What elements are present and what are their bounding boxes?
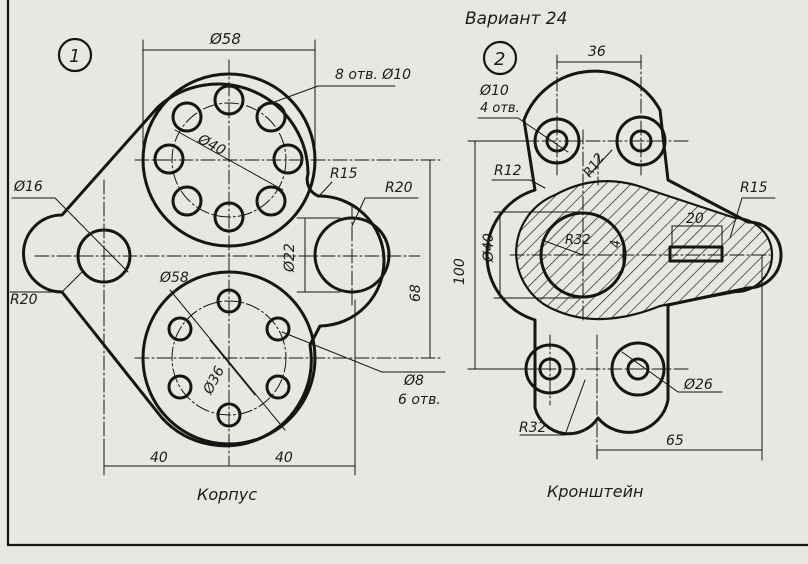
dim-w65: 65 xyxy=(666,433,684,449)
dim-r12-left: R12 xyxy=(494,163,522,179)
dim-r20-right: R20 xyxy=(385,180,413,196)
kronshtein-hatched-section xyxy=(515,180,774,321)
dim-slot4: 4 xyxy=(609,240,624,248)
top-hole xyxy=(171,101,203,133)
drawing-2-number: 2 xyxy=(494,49,505,70)
dim-bottom-dia: Ø58 xyxy=(159,270,189,286)
dim-holes4: 4 отв. xyxy=(480,101,520,116)
dim-holes-top: 8 отв. Ø10 xyxy=(335,67,411,83)
dim-slot20: 20 xyxy=(686,211,704,227)
dim-r12-mid: R12 xyxy=(581,151,608,181)
dim-w40-right: 40 xyxy=(275,450,293,466)
dim-d22: Ø22 xyxy=(282,243,298,273)
dim-pcd-bottom: Ø36 xyxy=(200,364,228,398)
drawing-2-kronshtein: 2 xyxy=(452,40,783,501)
variant-title: Вариант 24 xyxy=(465,9,567,29)
dim-w40-left: 40 xyxy=(150,450,168,466)
dim-r15: R15 xyxy=(330,166,358,182)
dim-hole8: Ø8 xyxy=(403,373,424,389)
korpus-outer-contour xyxy=(22,82,386,448)
top-hole xyxy=(171,185,203,217)
dim-r20-left: R20 xyxy=(10,292,38,308)
dim-r32-outer: R32 xyxy=(519,420,547,436)
dim-r32-inner: R32 xyxy=(565,233,591,248)
top-hole xyxy=(272,143,304,175)
top-hole xyxy=(153,143,185,175)
dim-h68: 68 xyxy=(408,284,424,302)
dim-w36: 36 xyxy=(588,44,606,60)
drawing-1-korpus: 1 xyxy=(9,30,446,504)
dim-h100: 100 xyxy=(452,258,468,285)
dim-top-dia: Ø58 xyxy=(209,30,241,48)
dim-r15-bracket: R15 xyxy=(740,180,768,196)
korpus-center-lines xyxy=(34,59,441,471)
dim-left-hole: Ø16 xyxy=(13,179,43,195)
drawing-1-caption: Корпус xyxy=(197,485,257,504)
drawing-1-number: 1 xyxy=(69,46,80,67)
drawing-2-caption: Кронштейн xyxy=(547,482,643,501)
bottom-hole xyxy=(265,316,291,342)
top-hole xyxy=(255,185,287,217)
bottom-hole xyxy=(167,374,193,400)
drawing-1-number-circle xyxy=(57,37,93,73)
dim-holes-bottom-count: 6 отв. xyxy=(398,392,441,408)
bottom-hole xyxy=(167,316,193,342)
bottom-hole xyxy=(265,374,291,400)
dim-d26: Ø26 xyxy=(683,377,713,393)
kronshtein-dimension-lines xyxy=(467,61,776,461)
bracket-boss xyxy=(533,117,581,165)
korpus-dimension-lines xyxy=(9,39,446,476)
dim-d40: Ø40 xyxy=(481,233,497,263)
dim-inner-top: Ø40 xyxy=(194,131,228,159)
kronshtein-center-lines xyxy=(509,54,771,461)
dim-d10: Ø10 xyxy=(479,83,509,99)
slot-rect xyxy=(668,245,724,263)
kronshtein-outer-contour xyxy=(485,69,783,436)
drawing-2-number-circle xyxy=(482,40,518,76)
